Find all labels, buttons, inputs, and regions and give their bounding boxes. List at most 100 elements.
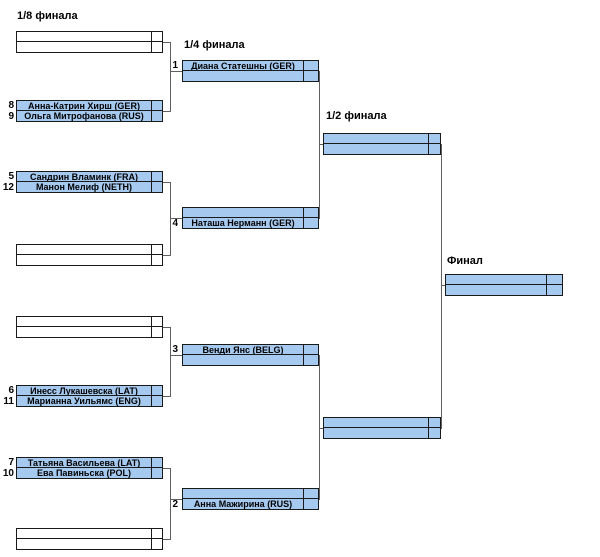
score-cell[interactable] [151,182,162,192]
qf-match-niermann: Наташа Нерманн (GER) [182,207,319,229]
qf-match-jans: Венди Янс (BELG) [182,344,319,366]
score-cell[interactable] [151,386,162,395]
player-name [17,529,151,538]
player-row[interactable]: Венди Янс (BELG) [183,345,318,355]
player-name [17,245,151,254]
player-row [324,144,440,154]
player-name [446,275,546,284]
score-cell [151,539,162,549]
player-row [183,355,318,365]
player-row [446,285,562,295]
score-cell [303,489,318,498]
score-cell[interactable] [303,499,318,509]
connector-line [319,355,320,500]
connector-line [319,71,320,219]
player-row[interactable]: Татьяна Васильева (LAT) [17,458,162,468]
seed-label-12: 12 [2,182,14,193]
score-cell[interactable] [151,111,162,121]
player-row [17,317,162,327]
seed-label-4: 4 [172,218,178,229]
player-row [183,208,318,218]
connector-line [163,111,170,112]
player-name[interactable]: Сандрин Вламинк (FRA) [29,172,139,181]
player-name[interactable]: Марианна Уильямс (ENG) [27,396,141,406]
player-row[interactable]: Манон Мелиф (NETH) [17,182,162,192]
player-name[interactable]: Анна Мажирина (RUS) [193,499,293,509]
final-match [445,274,563,296]
player-name[interactable]: Татьяна Васильева (LAT) [27,458,141,467]
player-name[interactable]: Ева Павиньска (POL) [37,468,131,478]
r16-match-empty-4 [16,528,163,550]
score-cell[interactable] [151,458,162,467]
player-row [324,428,440,438]
score-cell [151,327,162,337]
score-cell [151,255,162,265]
heading-semifinals: 1/2 финала [326,110,387,122]
score-cell [303,355,318,365]
player-name [324,134,428,143]
player-row [17,539,162,549]
player-row [324,134,440,144]
connector-line [319,428,323,429]
connector-line [170,499,182,500]
player-row[interactable]: Ольга Митрофанова (RUS) [17,111,162,121]
player-name [183,71,303,81]
player-name [17,327,151,337]
player-name [183,489,303,498]
player-row[interactable]: Наташа Нерманн (GER) [183,218,318,228]
player-row[interactable]: Ева Павиньска (POL) [17,468,162,478]
player-name[interactable]: Манон Мелиф (NETH) [35,182,133,192]
score-cell[interactable] [303,218,318,228]
score-cell[interactable] [151,396,162,406]
qf-match-mazhirina: Анна Мажирина (RUS) [182,488,319,510]
score-cell[interactable] [151,172,162,181]
score-cell [428,144,440,154]
player-row[interactable]: Сандрин Вламинк (FRA) [17,172,162,182]
connector-line [170,71,182,72]
connector-line [163,468,170,469]
score-cell[interactable] [303,61,318,70]
player-row [17,529,162,539]
player-name[interactable]: Диана Статешны (GER) [191,61,295,70]
connector-line [163,42,170,43]
r16-match-empty-1 [16,31,163,53]
connector-line [170,42,171,112]
connector-line [163,182,170,183]
score-cell [151,317,162,326]
score-cell [546,285,562,295]
connector-line [163,539,170,540]
player-name [17,539,151,549]
connector-line [163,327,170,328]
connector-line [319,144,323,145]
heading-final: Финал [447,255,483,267]
seed-label-6: 6 [8,385,14,396]
score-cell[interactable] [151,468,162,478]
seed-label-7: 7 [8,457,14,468]
player-name [324,428,428,438]
player-name[interactable]: Венди Янс (BELG) [202,345,284,354]
player-row [17,327,162,337]
score-cell[interactable] [151,101,162,110]
sf-match-1 [323,133,441,155]
connector-line [170,468,171,540]
player-name[interactable]: Инесс Лукашевска (LAT) [30,386,138,395]
r16-match-vlaminck-melief: Сандрин Вламинк (FRA) Манон Мелиф (NETH) [16,171,163,193]
heading-quarterfinals: 1/4 финала [184,39,245,51]
player-row [324,418,440,428]
r16-match-vasilyeva-pavinska: Татьяна Васильева (LAT) Ева Павиньска (P… [16,457,163,479]
player-row[interactable]: Диана Статешны (GER) [183,61,318,71]
score-cell [428,418,440,427]
player-name[interactable]: Анна-Катрин Хирш (GER) [28,101,140,110]
connector-line [163,255,170,256]
player-row[interactable]: Инесс Лукашевска (LAT) [17,386,162,396]
score-cell [151,32,162,41]
player-name [324,418,428,427]
player-name[interactable]: Наташа Нерманн (GER) [191,218,295,228]
score-cell [428,134,440,143]
player-row[interactable]: Марианна Уильямс (ENG) [17,396,162,406]
connector-line [170,355,182,356]
player-row[interactable]: Анна Мажирина (RUS) [183,499,318,509]
player-name[interactable]: Ольга Митрофанова (RUS) [24,111,144,121]
player-row[interactable]: Анна-Катрин Хирш (GER) [17,101,162,111]
score-cell[interactable] [303,345,318,354]
